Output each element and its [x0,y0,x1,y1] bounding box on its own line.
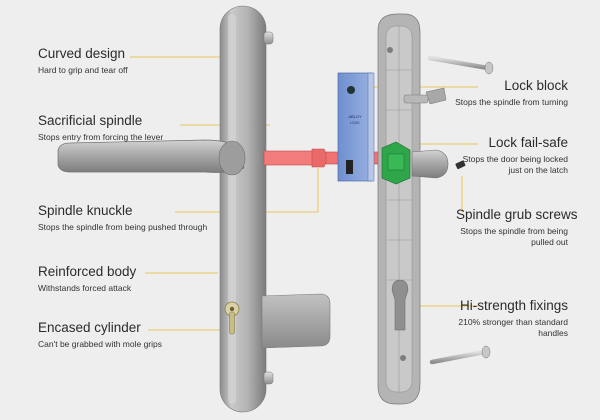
fixing-bolt-bottom [429,345,491,365]
label-title: Spindle grub screws [456,207,578,222]
lock-block: ABLOY LOCK [337,72,375,182]
label-lock-block: Lock block Stops the spindle from turnin… [455,78,568,108]
lever-handle [57,139,246,176]
label-sacrificial-spindle: Sacrificial spindle Stops entry from for… [38,113,163,143]
lock-block-label-2: LOCK [350,121,360,125]
label-hi-strength-fixings: Hi-strength fixings 210% stronger than s… [458,298,568,339]
label-title: Sacrificial spindle [38,113,143,128]
lock-fail-safe [381,141,411,185]
lock-block-label-1: ABLOY [348,114,362,119]
label-title: Hi-strength fixings [459,298,568,313]
label-desc: Hard to grip and tear off [38,65,128,75]
label-title: Curved design [38,46,126,61]
label-desc: Stops the spindle from being pushed thro… [38,222,208,232]
grub-screw-icon [455,160,466,170]
label-desc: Stops the spindle from being pulled out [460,226,568,247]
label-desc: Stops the spindle from turning [455,97,568,107]
label-encased-cylinder: Encased cylinder Can't be grabbed with m… [38,320,162,350]
lock-block-pin [403,87,447,105]
label-reinforced-body: Reinforced body Withstands forced attack [38,264,136,294]
keyhole-icon [224,301,240,335]
rear-spindle-boss [411,149,449,179]
label-spindle-knuckle: Spindle knuckle Stops the spindle from b… [38,203,207,233]
label-title: Spindle knuckle [38,203,133,218]
label-curved-design: Curved design Hard to grip and tear off [38,46,128,76]
label-title: Encased cylinder [38,320,141,335]
cylinder-housing [261,293,331,349]
label-spindle-grub-screws: Spindle grub screws Stops the spindle fr… [456,207,578,248]
label-desc: Stops entry from forcing the lever [38,132,164,142]
label-title: Lock block [504,78,568,93]
label-desc: Withstands forced attack [38,283,132,293]
plate-posts [263,31,274,385]
label-title: Lock fail-safe [488,135,568,150]
fixing-bolt-top [427,55,494,75]
label-desc: Can't be grabbed with mole grips [38,339,162,349]
label-title: Reinforced body [38,264,137,279]
label-lock-fail-safe: Lock fail-safe Stops the door being lock… [453,135,568,176]
label-desc: 210% stronger than standard handles [458,317,568,338]
label-desc: Stops the door being locked just on the … [462,154,568,175]
rear-backplate [377,13,421,405]
front-backplate [219,5,267,413]
